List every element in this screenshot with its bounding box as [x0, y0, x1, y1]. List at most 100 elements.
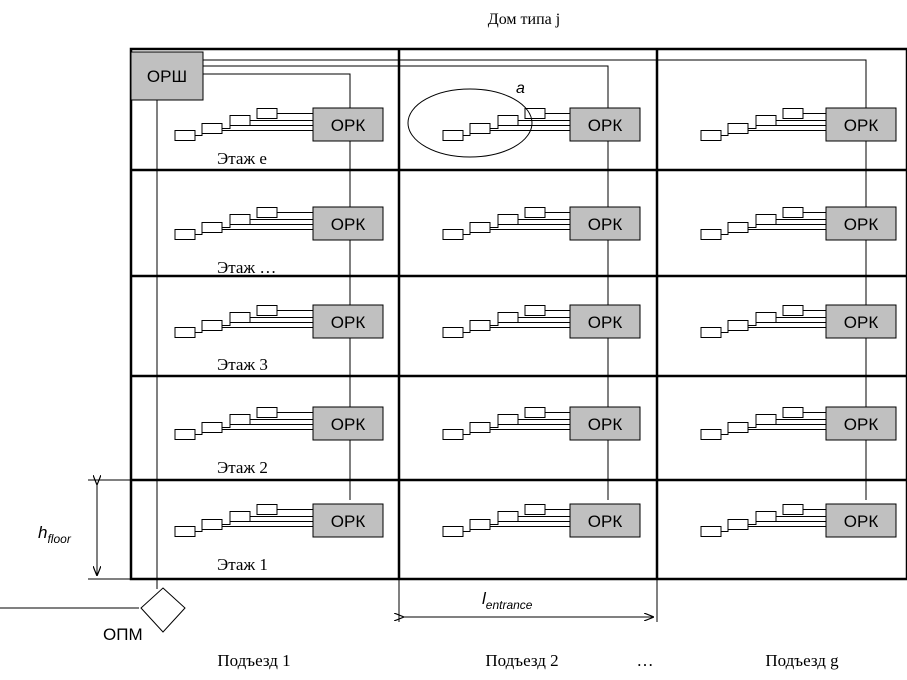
ork-label: ОРК	[844, 415, 879, 434]
subscriber-terminal	[442, 526, 464, 537]
ork-label: ОРК	[588, 313, 623, 332]
subscriber-terminal	[201, 422, 223, 433]
ork-box	[312, 304, 384, 339]
opm-label: ОПМ	[103, 625, 143, 644]
subscriber-terminal	[442, 229, 464, 240]
subscriber-terminal	[524, 108, 546, 119]
highlight-ellipse	[407, 88, 533, 158]
ork-box	[569, 304, 641, 339]
ork-box	[312, 406, 384, 441]
floor-cell: ОРК	[174, 406, 384, 441]
ork-box	[569, 107, 641, 142]
ork-label: ОРК	[331, 215, 366, 234]
subscriber-terminal	[442, 327, 464, 338]
ork-box	[569, 406, 641, 441]
h-floor-dimension: hfloor	[38, 480, 132, 580]
subscriber-terminal	[469, 123, 491, 134]
cable	[490, 125, 570, 129]
riser-wiring	[156, 59, 867, 589]
cable	[748, 424, 826, 428]
riser-line-1	[203, 73, 351, 500]
ork-box	[825, 503, 897, 538]
floor-label: Этаж 3	[217, 355, 268, 374]
ork-label: ОРК	[588, 116, 623, 135]
highlight-label: a	[516, 80, 525, 97]
subscriber-terminal	[201, 222, 223, 233]
ork-box	[825, 107, 897, 142]
subscriber-terminal	[201, 123, 223, 134]
cable	[222, 424, 313, 428]
subscriber-terminal	[229, 511, 251, 522]
cable	[222, 521, 313, 525]
cable	[748, 125, 826, 129]
cable	[490, 424, 570, 428]
riser-line-g	[203, 59, 867, 500]
floor-cell: ОРК	[174, 107, 384, 142]
subscriber-terminal	[755, 414, 777, 425]
cable	[222, 322, 313, 326]
floor-cell: ОРК	[174, 304, 384, 339]
subscriber-terminal	[782, 207, 804, 218]
subscriber-terminal	[497, 414, 519, 425]
cable	[748, 322, 826, 326]
subscriber-terminal	[442, 429, 464, 440]
ork-box	[825, 406, 897, 441]
ork-label: ОРК	[331, 116, 366, 135]
cable	[748, 521, 826, 525]
cable	[748, 224, 826, 228]
cable	[222, 224, 313, 228]
floor-label: Этаж e	[217, 149, 267, 168]
ork-label: ОРК	[588, 512, 623, 531]
ork-box	[569, 503, 641, 538]
entrance-label-2: Подъезд 2	[485, 651, 558, 670]
subscriber-terminal	[497, 214, 519, 225]
subscriber-terminal	[256, 504, 278, 515]
cable	[490, 322, 570, 326]
floor-cell: ОРК	[174, 503, 384, 538]
subscriber-terminal	[229, 115, 251, 126]
floor-label: Этаж 2	[217, 458, 268, 477]
orsh-label: ОРШ	[147, 67, 187, 86]
subscriber-terminal	[727, 222, 749, 233]
ork-label: ОРК	[331, 512, 366, 531]
orsh-cabinet: ОРШ	[130, 51, 204, 101]
floor-cell: ОРК	[442, 304, 641, 339]
subscriber-terminal	[497, 115, 519, 126]
floor-cell: ОРК	[442, 503, 641, 538]
floor-cell: ОРК	[700, 503, 897, 538]
subscriber-terminal	[256, 108, 278, 119]
subscriber-terminal	[469, 320, 491, 331]
ork-box	[312, 107, 384, 142]
subscriber-terminal	[174, 229, 196, 240]
subscriber-terminal	[755, 214, 777, 225]
ork-label: ОРК	[844, 215, 879, 234]
subscriber-terminal	[469, 519, 491, 530]
subscriber-terminal	[727, 123, 749, 134]
subscriber-terminal	[700, 327, 722, 338]
subscriber-terminal	[782, 504, 804, 515]
subscriber-terminal	[727, 519, 749, 530]
ork-box	[312, 503, 384, 538]
subscriber-terminal	[442, 130, 464, 141]
floor-cell: ОРК	[700, 406, 897, 441]
subscriber-terminal	[256, 305, 278, 316]
subscriber-terminal	[174, 429, 196, 440]
subscriber-terminal	[497, 511, 519, 522]
ork-label: ОРК	[844, 116, 879, 135]
subscriber-terminal	[524, 407, 546, 418]
entrance-label-1: Подъезд 1	[217, 651, 290, 670]
building-outline	[129, 47, 907, 581]
subscriber-terminal	[174, 130, 196, 141]
floor-cell: ОРК	[700, 206, 897, 241]
ork-box	[569, 206, 641, 241]
subscriber-terminal	[229, 414, 251, 425]
floor-cell: ОРК	[442, 107, 641, 142]
subscriber-terminal	[755, 511, 777, 522]
subscriber-terminal	[700, 429, 722, 440]
ork-label: ОРК	[844, 313, 879, 332]
floor-cell: ОРК	[442, 406, 641, 441]
ork-label: ОРК	[588, 415, 623, 434]
cable	[222, 125, 313, 129]
